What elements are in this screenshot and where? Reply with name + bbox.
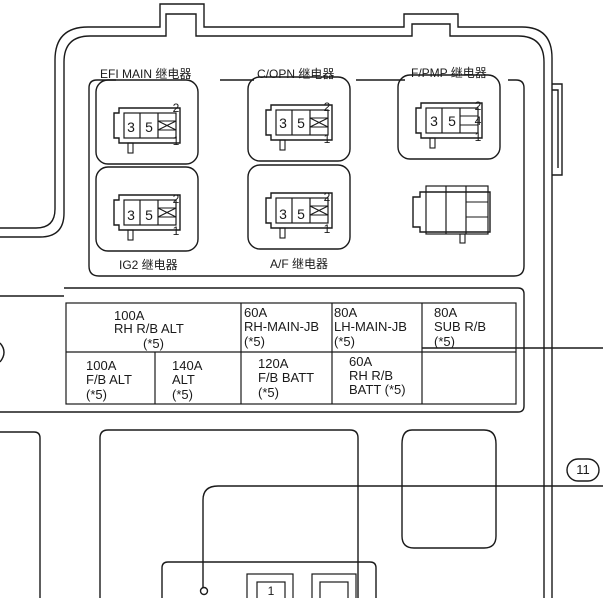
pin-3: 3 <box>279 115 287 131</box>
fuse-name: RH R/B ALT <box>114 321 184 336</box>
relay-label-efi-main: EFI MAIN 继电器 <box>100 67 192 81</box>
pin-1: 1 <box>323 132 331 146</box>
relay-f-pmp <box>397 74 501 160</box>
fuse-name: F/B BATT <box>258 370 315 385</box>
pin-2: 2 <box>172 101 180 115</box>
fuse-note: (*5) <box>434 334 455 349</box>
fuse-name: RH-MAIN-JB <box>244 319 320 334</box>
fuse-name: RH R/B <box>349 368 394 383</box>
pin-1: 1 <box>474 130 482 144</box>
pin-4: 4 <box>474 114 482 128</box>
pin-5: 5 <box>145 207 153 223</box>
fuse-amperage: 60A <box>244 305 268 320</box>
pin-1: 1 <box>323 222 331 236</box>
housing-outline <box>0 3 563 598</box>
relay-efi-main <box>95 79 199 165</box>
fuse-amperage: 140A <box>172 358 203 373</box>
fuse-name: LH-MAIN-JB <box>334 319 407 334</box>
relay-label-f-pmp: F/PMP 继电器 <box>411 66 487 80</box>
pin-1: 1 <box>172 224 180 238</box>
relay-label-c-opn: C/OPN 继电器 <box>257 67 335 81</box>
lower-fuse-number: 1 <box>267 584 275 598</box>
relay-shapes <box>95 74 501 252</box>
fuse-note: BATT (*5) <box>349 382 406 397</box>
pin-3: 3 <box>127 119 135 135</box>
pin-3: 3 <box>127 207 135 223</box>
callout-number: 11 <box>576 462 590 477</box>
fuse-panel-outline <box>0 287 525 413</box>
fuse-amperage: 100A <box>86 358 117 373</box>
pin-5: 5 <box>448 113 456 129</box>
pin-1: 1 <box>172 134 180 148</box>
relay-label-ig2: IG2 继电器 <box>119 258 178 272</box>
pin-5: 5 <box>145 119 153 135</box>
pin-5: 5 <box>297 115 305 131</box>
pin-5: 5 <box>297 206 305 222</box>
relay-label-a-f: A/F 继电器 <box>270 257 329 271</box>
fuse-name: ALT <box>172 372 195 387</box>
fuse-note: (*5) <box>258 385 279 400</box>
relay-cluster-outline <box>88 79 525 277</box>
callout-badge <box>566 458 600 482</box>
fuse-note: (*5) <box>86 387 107 402</box>
fuse-amperage: 100A <box>114 308 145 323</box>
relay-ig2 <box>95 166 199 252</box>
fuse-amperage: 60A <box>349 354 373 369</box>
relay-c-opn <box>247 76 351 162</box>
fuse-amperage: 80A <box>434 305 458 320</box>
leader-lines <box>199 347 603 596</box>
pin-2: 2 <box>474 99 482 113</box>
fuse-amperage: 120A <box>258 356 289 371</box>
pin-2: 2 <box>323 100 331 114</box>
fuse-note: (*5) <box>244 334 265 349</box>
fuse-note: (*5) <box>172 387 193 402</box>
relay-empty-socket <box>412 185 491 244</box>
fuse-name: F/B ALT <box>86 372 132 387</box>
fuse-note: (*5) <box>143 336 164 351</box>
pin-3: 3 <box>279 206 287 222</box>
pin-2: 2 <box>323 190 331 204</box>
pin-2: 2 <box>172 192 180 206</box>
relay-a-f <box>247 164 351 250</box>
fuse-note: (*5) <box>334 334 355 349</box>
lower-compartments <box>0 429 497 598</box>
fuse-name: SUB R/B <box>434 319 487 334</box>
pin-3: 3 <box>430 113 438 129</box>
fuse-amperage: 80A <box>334 305 358 320</box>
